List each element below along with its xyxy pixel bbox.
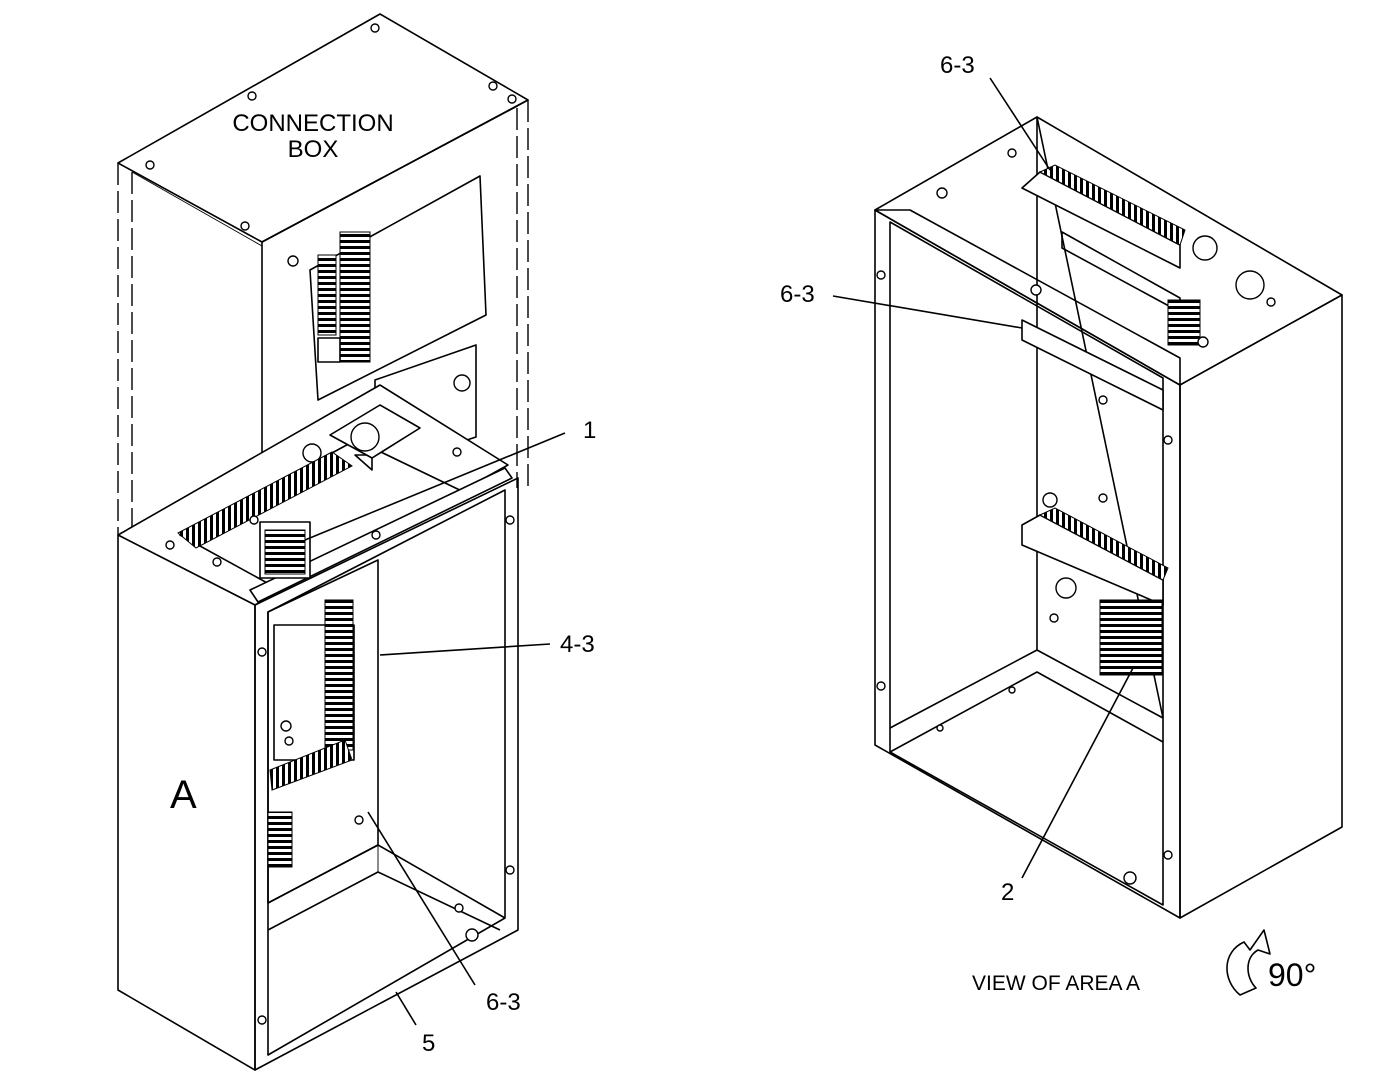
leader-line (367, 811, 476, 986)
lower-enclosure: A (117, 384, 519, 1071)
callout-5: 5 (422, 1030, 435, 1057)
callout-6-3-top: 6-3 (940, 52, 975, 79)
connection-box: CONNECTION BOX (117, 13, 529, 535)
rotation-label: 90° (1268, 957, 1316, 993)
callout-4-3: 4-3 (560, 631, 595, 658)
callout-1: 1 (583, 417, 596, 444)
view-caption: VIEW OF AREA A 90° (972, 929, 1316, 996)
callout-2: 2 (1001, 879, 1014, 906)
leader-line (1021, 667, 1134, 879)
right-callouts: 6-3 6-3 2 (780, 52, 1134, 906)
callout-6-3-left: 6-3 (486, 989, 521, 1016)
area-label: A (170, 773, 197, 817)
leader-line (379, 643, 551, 656)
callout-6-3-middle: 6-3 (780, 281, 815, 308)
rotate-arrow-icon (1226, 929, 1271, 996)
leader-line (989, 77, 1051, 171)
leader-line (304, 432, 566, 541)
area-a-view (874, 116, 1343, 919)
connection-box-label-line1: CONNECTION (232, 110, 393, 137)
leader-line (395, 991, 417, 1026)
left-callouts: 1 4-3 6-3 5 (304, 417, 596, 1057)
connection-box-label-line2: BOX (288, 136, 339, 163)
leader-line (832, 295, 1023, 329)
view-caption-text: VIEW OF AREA A (972, 972, 1140, 995)
